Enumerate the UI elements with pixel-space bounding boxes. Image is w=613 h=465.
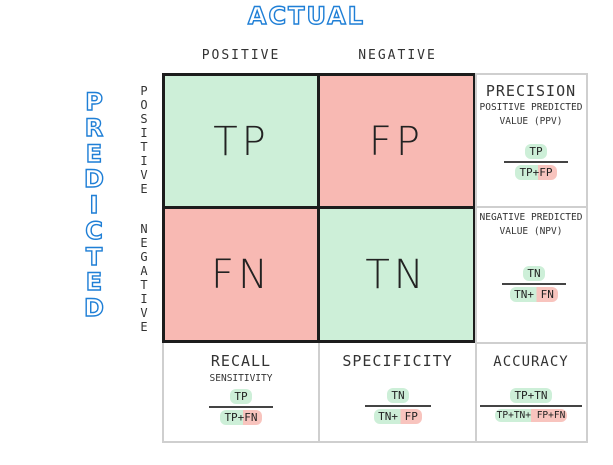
- grid-line: [162, 343, 164, 443]
- npv-denominator: TN+ FN: [510, 286, 558, 302]
- matrix-divider-horizontal: [162, 206, 476, 209]
- npv-subtitle: VALUE (NPV): [499, 226, 563, 237]
- row-letter: V: [140, 168, 148, 182]
- predicted-letter: R: [84, 113, 104, 142]
- predicted-letter: D: [83, 165, 104, 194]
- row-letter: T: [140, 140, 148, 154]
- row-letter: I: [140, 154, 148, 168]
- row-letter: E: [140, 182, 148, 196]
- actual-title: ACTUAL: [247, 1, 366, 30]
- row-header-negative: N E G A T I V E: [134, 222, 154, 334]
- recall-title: RECALL: [210, 352, 272, 370]
- cell-false-negative: FN: [165, 209, 318, 340]
- precision-subtitle: VALUE (PPV): [499, 116, 563, 127]
- row-letter: S: [140, 112, 148, 126]
- npv-numerator: TN: [523, 266, 545, 281]
- cell-true-positive: TP: [165, 76, 318, 207]
- row-letter: N: [140, 222, 148, 236]
- precision-title: PRECISION: [485, 82, 577, 100]
- fraction-bar: [209, 406, 273, 408]
- grid-line: [475, 206, 588, 208]
- row-letter: E: [140, 320, 148, 334]
- predicted-letter: C: [85, 216, 104, 245]
- row-letter: E: [140, 236, 148, 250]
- fraction-bar: [504, 161, 568, 163]
- specificity-numerator: TN: [387, 388, 409, 403]
- row-header-positive: P O S I T I V E: [134, 84, 154, 196]
- row-letter: A: [140, 264, 148, 278]
- row-letter: O: [140, 98, 148, 112]
- specificity-title: SPECIFICITY: [342, 352, 453, 370]
- row-letter: I: [140, 126, 148, 140]
- row-letter: G: [140, 250, 148, 264]
- npv-subtitle: NEGATIVE PREDICTED: [479, 212, 583, 223]
- grid-line: [162, 441, 588, 443]
- predicted-letter: T: [85, 242, 103, 271]
- fraction-bar: [502, 283, 566, 285]
- predicted-letter: I: [89, 191, 99, 219]
- accuracy-numerator: TP+TN: [510, 388, 552, 403]
- accuracy-title: ACCURACY: [493, 354, 569, 370]
- grid-line: [475, 73, 477, 443]
- specificity-denominator: TN+ FP: [374, 408, 422, 424]
- specificity-formula: TN TN+ FP: [360, 388, 436, 424]
- predicted-letter: E: [85, 268, 103, 297]
- accuracy-formula: TP+TN TP+TN+ FP+FN: [478, 388, 584, 422]
- recall-formula: TP TP+FN: [205, 389, 277, 425]
- recall-denominator: TP+FN: [220, 409, 262, 425]
- row-letter: P: [140, 84, 148, 98]
- predicted-letter: D: [83, 294, 104, 322]
- recall-numerator: TP: [230, 389, 252, 404]
- predicted-letter: P: [85, 88, 104, 116]
- column-header-positive: POSITIVE: [201, 48, 281, 63]
- npv-formula: TN TN+ FN: [497, 266, 571, 302]
- grid-line: [475, 73, 588, 75]
- recall-subtitle: SENSITIVITY: [209, 373, 273, 384]
- row-letter: I: [140, 292, 148, 306]
- grid-line: [586, 73, 588, 443]
- predicted-letter: E: [85, 139, 103, 168]
- grid-line: [318, 343, 320, 443]
- predicted-title: P R E D I C T E D: [74, 88, 114, 322]
- grid-line: [475, 342, 588, 344]
- precision-formula: TP TP+FP: [500, 144, 572, 180]
- accuracy-denominator: TP+TN+ FP+FN: [494, 408, 568, 422]
- precision-subtitle: POSITIVE PREDICTED: [479, 102, 583, 113]
- precision-numerator: TP: [525, 144, 547, 159]
- column-header-negative: NEGATIVE: [358, 48, 437, 63]
- row-letter: V: [140, 306, 148, 320]
- cell-false-positive: FP: [320, 76, 473, 207]
- row-letter: T: [140, 278, 148, 292]
- cell-true-negative: TN: [320, 209, 473, 340]
- fraction-bar: [365, 405, 431, 407]
- precision-denominator: TP+FP: [515, 164, 557, 180]
- fraction-bar: [480, 405, 582, 407]
